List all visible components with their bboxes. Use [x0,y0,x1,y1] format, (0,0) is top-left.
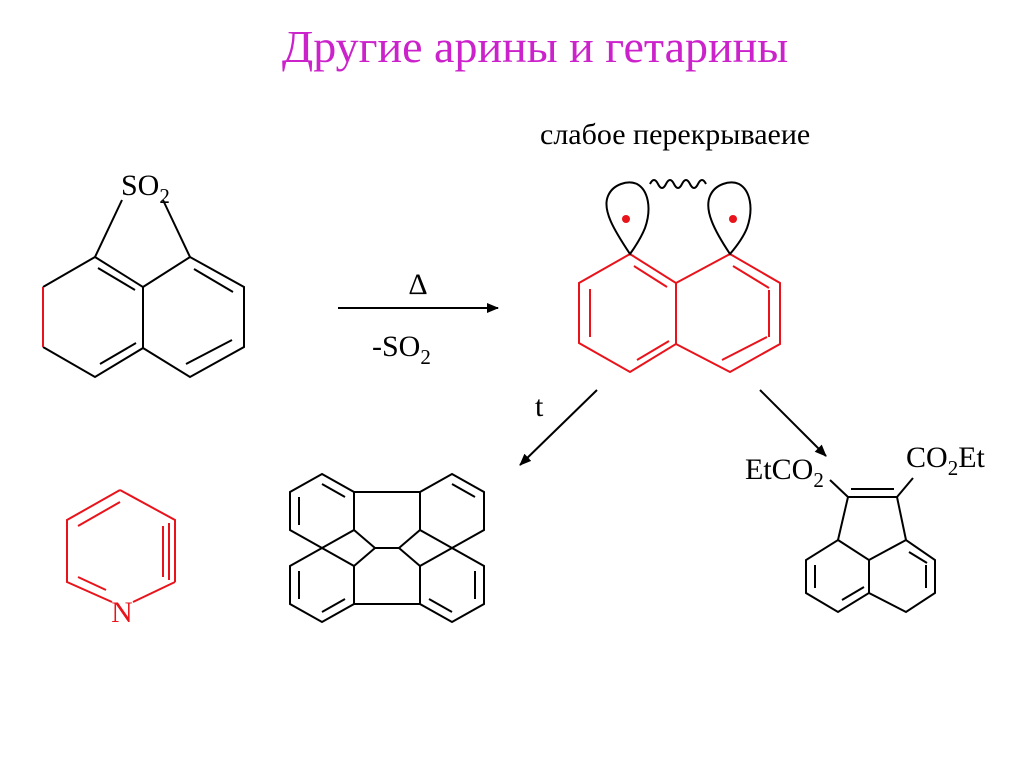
minus-so-text: -SO [372,330,420,363]
minus-so-subscript: 2 [420,345,431,369]
orbital-lobe-right [707,181,752,256]
etco-subscript: 2 [813,468,824,492]
etco-text: EtCO [745,453,813,486]
pyridyne-n-label: N [111,596,133,629]
etco2-label-left: EtCO2 [745,453,824,492]
co-text: CO [906,441,948,474]
co-subscript: 2 [948,456,959,480]
so2-label: SO2 [121,169,170,208]
orbital-lobes [605,179,752,256]
product-perylene [289,472,485,624]
slide-title: Другие арины и гетарины [282,21,788,72]
weak-interaction-wave [649,179,707,189]
reaction-arrow-cycloaddition [759,389,827,457]
minus-so2-label: -SO2 [372,330,431,369]
so-text: SO [121,169,159,202]
radical-dot-right [729,215,737,223]
et-text: Et [958,441,985,474]
thermal-label: t [535,390,544,423]
pyridyne [66,489,176,603]
orbital-lobe-left [605,181,650,256]
co2et-label-right: CO2Et [906,441,986,480]
reactant-naphthosulfone [42,199,245,379]
so-subscript: 2 [159,184,170,208]
intermediate-naphthalyne [578,252,781,374]
product-acenaphthylene-diester [805,477,936,614]
reaction-arrow-thermal [519,389,598,466]
weak-overlap-caption: слабое перекрываеие [540,118,810,151]
heat-symbol: Δ [408,268,427,301]
radical-dot-left [622,215,630,223]
